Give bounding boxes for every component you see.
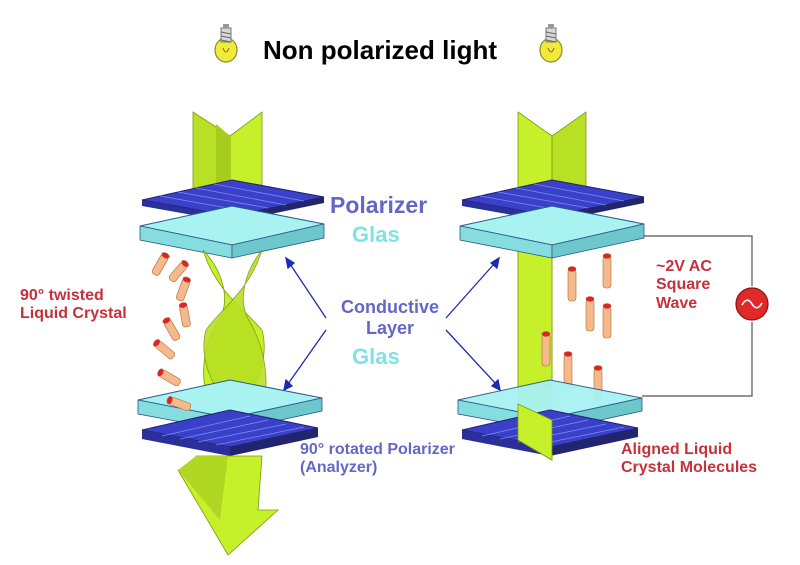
conductive-layer-label: Conductive Layer (340, 297, 439, 338)
page-title: Non polarized light (263, 35, 497, 65)
right-top-glass (459, 205, 645, 259)
polarizer-label: Polarizer (330, 192, 428, 218)
light-bulb-icon-left (214, 23, 238, 63)
rotated-polarizer-label: 90° rotated Polarizer (Analyzer) (300, 441, 455, 477)
left-twisted-molecules (151, 252, 192, 411)
left-bottom-polarizer (141, 409, 319, 456)
glas-top-label: Glas (352, 222, 400, 247)
conductive-layer-arrows (283, 256, 501, 392)
left-outgoing-light-arrow (177, 455, 280, 556)
aligned-crystal-label: Aligned Liquid Crystal Molecules (621, 441, 758, 477)
left-top-glass (139, 205, 325, 259)
right-beam-lower (517, 403, 553, 461)
voltage-label: ~2V AC Square Wave (656, 258, 712, 312)
twisted-crystal-label: 90° twisted Liquid Crystal (20, 287, 127, 323)
ac-source-icon (735, 287, 769, 321)
light-bulb-icon-right (539, 23, 563, 63)
glas-bottom-label: Glas (352, 344, 400, 369)
ac-circuit-wires (642, 235, 753, 397)
